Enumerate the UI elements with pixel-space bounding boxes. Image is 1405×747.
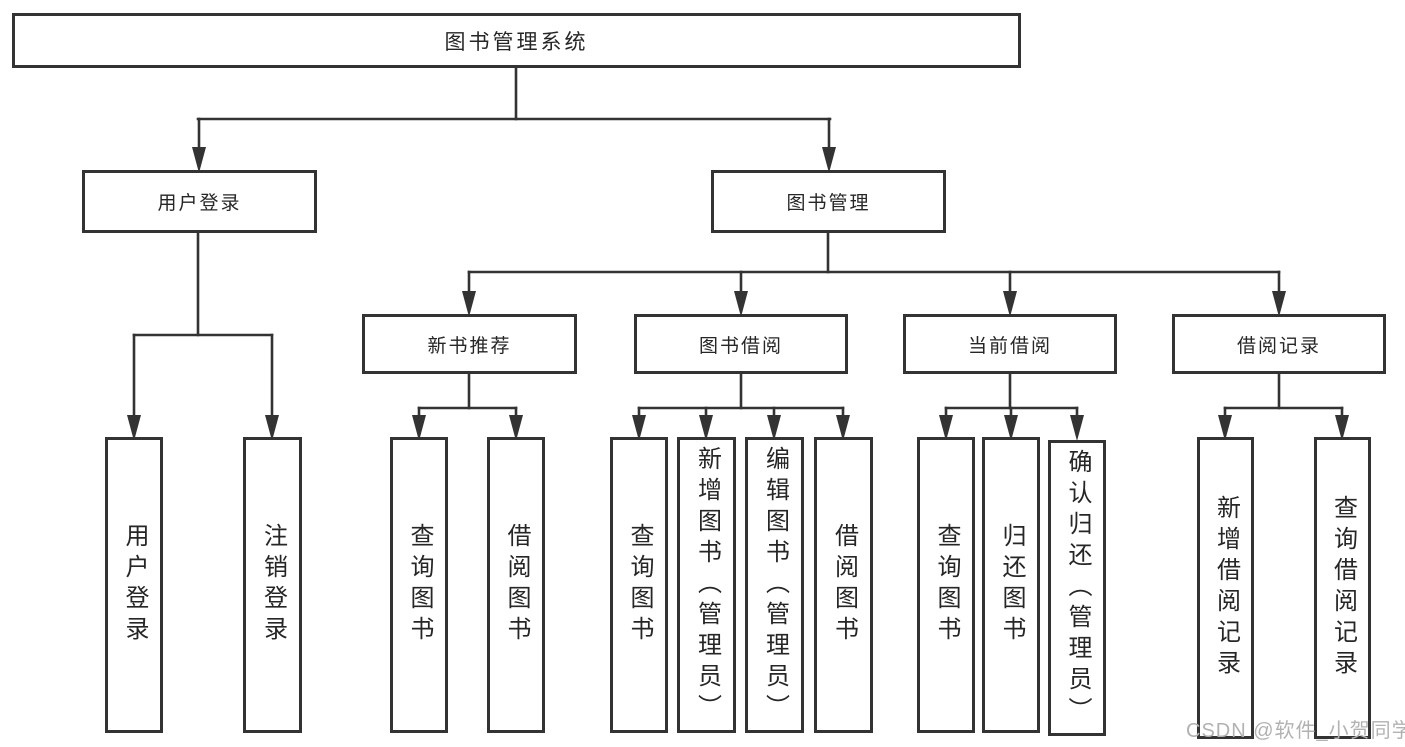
node-label: 借阅图书 — [830, 523, 858, 647]
node-label: 查询借阅记录 — [1329, 495, 1357, 681]
node-newbook-query: 查询图书 — [390, 437, 448, 733]
node-label: 图书借阅 — [698, 335, 783, 357]
node-label: 图书管理 — [786, 193, 871, 214]
node-record-query: 查询借阅记录 — [1314, 437, 1371, 739]
node-label: 图书管理系统 — [444, 30, 589, 54]
node-borrow-edit-admin: 编辑图书（管理员） — [745, 437, 804, 733]
node-label: 查询图书 — [406, 523, 433, 647]
node-label: 新书推荐 — [427, 335, 512, 357]
node-label: 查询图书 — [626, 523, 653, 647]
node-record-add: 新增借阅记录 — [1197, 437, 1254, 739]
node-label: 确认归还（管理员） — [1064, 448, 1091, 728]
arrowheads — [127, 147, 1349, 441]
node-label: 当前借阅 — [967, 335, 1052, 357]
node-label: 编辑图书（管理员） — [761, 445, 789, 725]
node-newbook-borrow: 借阅图书 — [487, 437, 545, 733]
node-current-query: 查询图书 — [917, 437, 975, 733]
node-label: 借阅记录 — [1236, 335, 1321, 357]
node-login: 用户登录 — [105, 437, 163, 733]
node-current-confirm-admin: 确认归还（管理员） — [1048, 440, 1106, 736]
node-label: 用户登录 — [121, 523, 148, 647]
node-borrow-query: 查询图书 — [610, 437, 668, 733]
node-current-return: 归还图书 — [982, 437, 1040, 733]
node-book-borrowing: 图书借阅 — [634, 314, 848, 374]
node-borrow-take: 借阅图书 — [814, 437, 873, 733]
node-library-system: 图书管理系统 — [12, 13, 1021, 68]
node-current-borrowing: 当前借阅 — [903, 314, 1117, 374]
node-label: 用户登录 — [157, 193, 242, 214]
node-label: 注销登录 — [259, 523, 287, 647]
csdn-watermark: CSDN @软件_小贺同学 — [1186, 720, 1405, 742]
node-label: 查询图书 — [933, 523, 960, 647]
node-logout: 注销登录 — [243, 437, 302, 733]
node-new-book-recommend: 新书推荐 — [362, 314, 577, 374]
node-borrowing-records: 借阅记录 — [1172, 314, 1386, 374]
node-label: 归还图书 — [998, 523, 1025, 647]
node-borrow-add-admin: 新增图书（管理员） — [677, 437, 736, 733]
node-label: 新增图书（管理员） — [693, 445, 721, 725]
node-book-management: 图书管理 — [711, 170, 946, 233]
node-label: 新增借阅记录 — [1212, 495, 1240, 681]
node-label: 借阅图书 — [503, 523, 530, 647]
node-user-login: 用户登录 — [82, 170, 317, 233]
